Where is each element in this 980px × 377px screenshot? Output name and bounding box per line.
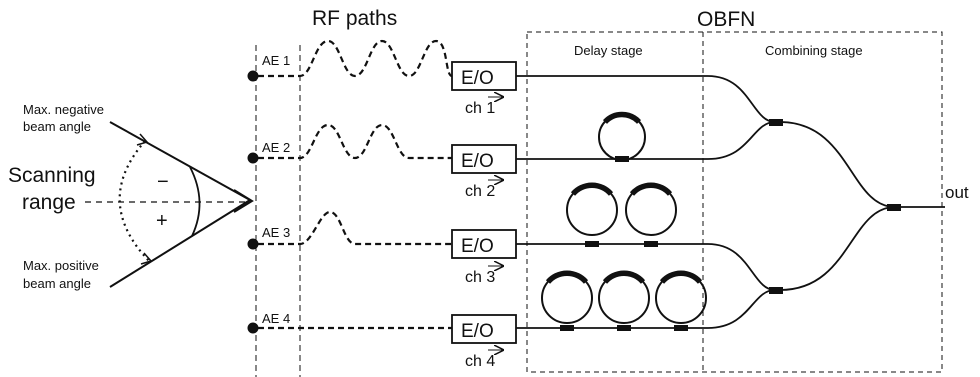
heater-ch4-3 [659,270,703,284]
ch-label-3: ch 3 [465,269,495,286]
ch-label-2: ch 2 [465,183,495,200]
ae-1-label: AE 1 [262,53,290,68]
eo-label-4: E/O [461,321,494,342]
coupler-ch3-2 [644,241,658,247]
output-label: out [945,183,969,202]
coupler-ch4-2 [617,325,631,331]
coupler-ch2-1 [615,156,629,162]
heater-ch4-1 [545,270,589,284]
negative-beam-line [109,121,251,201]
eo-label-1: E/O [461,68,494,89]
eo-converter-2 [451,144,517,174]
ae-2-dot [247,152,259,164]
eo-converter-3 [451,229,517,259]
ae-4-dot [247,322,259,334]
obfn-box [526,31,943,373]
delay-stage-label: Delay stage [574,43,643,58]
eo-label-3: E/O [461,236,494,257]
scanning-arc [118,140,151,263]
max-positive-label-1: Max. positive [23,258,99,273]
coupler-ch4-3 [674,325,688,331]
minus-sign: − [157,171,169,193]
waveguide-ch3 [516,243,776,291]
rf-path-3 [258,210,452,246]
coupler-ch4-1 [560,325,574,331]
plus-sign: + [156,210,168,232]
ae-3-dot [247,238,259,250]
rf-path-1 [258,39,453,78]
positive-arc-tick [140,252,153,265]
waveguide-ch1 [516,75,776,123]
scanning-geometry [85,121,254,288]
heater-ch4-2 [602,270,646,284]
heater-ch3-2 [629,182,673,196]
combiner-node-3 [887,204,901,211]
combiner-lower-arm [779,206,896,291]
combining-stage-label: Combining stage [765,43,863,58]
ae-1-dot [247,70,259,82]
combiner-upper-arm [779,121,896,208]
rf-paths-title: RF paths [312,7,397,30]
max-negative-label-1: Max. negative [23,102,104,117]
eo-label-2: E/O [461,151,494,172]
rf-path-2 [258,123,452,160]
max-positive-label-2: beam angle [23,276,91,291]
eo-converter-4 [451,314,517,344]
heater-ch2-1 [602,111,642,124]
coupler-ch3-1 [585,241,599,247]
scanning-range-label-2: range [22,191,76,214]
combiner-node-1 [769,119,783,126]
scan-arrowhead [233,189,254,213]
positive-beam-line [109,199,251,288]
ae-2-label: AE 2 [262,140,290,155]
ch-label-4: ch 4 [465,353,495,370]
ae-4-label: AE 4 [262,311,290,326]
heater-ch3-1 [570,182,614,196]
scanning-range-label-1: Scanning [8,164,96,187]
negative-arc-tick [136,133,149,146]
obfn-title: OBFN [697,8,755,31]
combiner-node-2 [769,287,783,294]
waveguide-ch4 [516,289,776,329]
max-negative-label-2: beam angle [23,119,91,134]
angle-arc [189,166,201,237]
ae-3-label: AE 3 [262,225,290,240]
ch-label-1: ch 1 [465,100,495,117]
waveguide-ch2 [516,121,776,160]
